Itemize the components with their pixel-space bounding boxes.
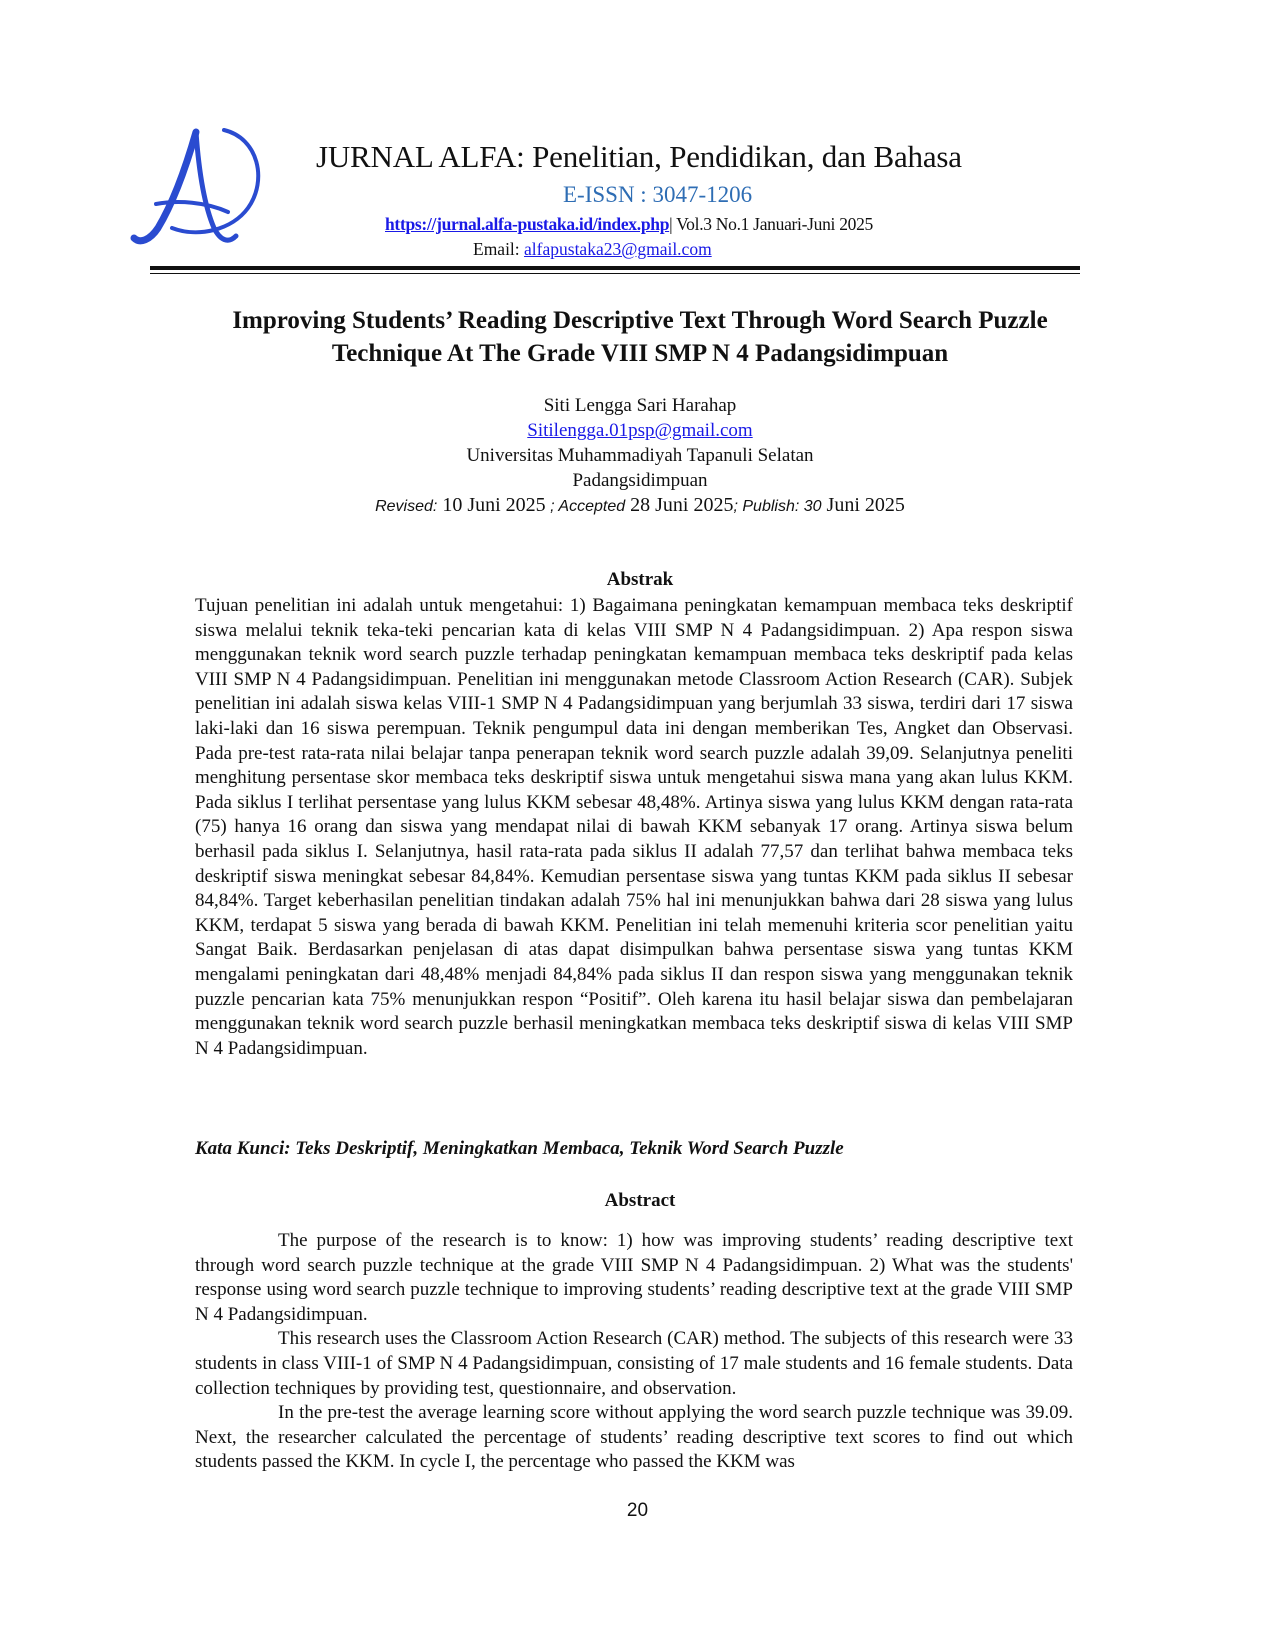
journal-url-line: https://jurnal.alfa-pustaka.id/index.php… xyxy=(385,214,873,235)
journal-title: JURNAL ALFA: Penelitian, Pendidikan, dan… xyxy=(316,139,962,174)
abstract-heading: Abstract xyxy=(604,1190,676,1211)
accepted-date: 28 Juni 2025 xyxy=(625,494,734,516)
journal-email-line: Email: alfapustaka23@gmail.com xyxy=(473,239,712,260)
author-city: Padangsidimpuan xyxy=(572,470,708,491)
paper-title: Improving Students’ Reading Descriptive … xyxy=(232,307,1048,367)
abstract-paragraph: In the pre-test the average learning sco… xyxy=(195,1402,1073,1473)
author-affiliation: Universitas Muhammadiyah Tapanuli Selata… xyxy=(466,445,814,466)
revised-label: Revised: xyxy=(375,498,438,515)
alfa-logo-icon xyxy=(128,120,278,260)
header-divider-thick xyxy=(150,266,1080,270)
author-name: Siti Lengga Sari Harahap xyxy=(543,395,737,416)
publish-label: ; Publish: 30 xyxy=(733,498,822,515)
keywords: Kata Kunci: Teks Deskriptif, Meningkatka… xyxy=(195,1138,844,1159)
abstrak-heading: Abstrak xyxy=(606,569,674,590)
page-number: 20 xyxy=(626,1500,649,1521)
publish-date: Juni 2025 xyxy=(821,494,905,516)
journal-volume: | Vol.3 No.1 Januari-Juni 2025 xyxy=(669,214,873,234)
author-email-line: Sitilengga.01psp@gmail.com xyxy=(180,418,1100,443)
journal-email-label: Email: xyxy=(473,239,520,259)
publication-dates: Revised: 10 Juni 2025 ; Accepted 28 Juni… xyxy=(180,493,1100,519)
header-divider-thin xyxy=(150,273,1080,274)
revised-date: 10 Juni 2025 xyxy=(437,494,546,516)
abstract-paragraph: This research uses the Classroom Action … xyxy=(195,1328,1073,1399)
journal-issn: E-ISSN : 3047-1206 xyxy=(563,182,753,207)
journal-email-link[interactable]: alfapustaka23@gmail.com xyxy=(524,239,712,259)
accepted-label: ; Accepted xyxy=(545,498,626,515)
author-email-link[interactable]: Sitilengga.01psp@gmail.com xyxy=(527,420,753,441)
journal-url-link[interactable]: https://jurnal.alfa-pustaka.id/index.php xyxy=(385,214,670,234)
abstrak-text: Tujuan penelitian ini adalah untuk menge… xyxy=(195,595,1073,1059)
abstract-body: The purpose of the research is to know: … xyxy=(195,1229,1073,1475)
abstract-paragraph: The purpose of the research is to know: … xyxy=(195,1230,1073,1325)
